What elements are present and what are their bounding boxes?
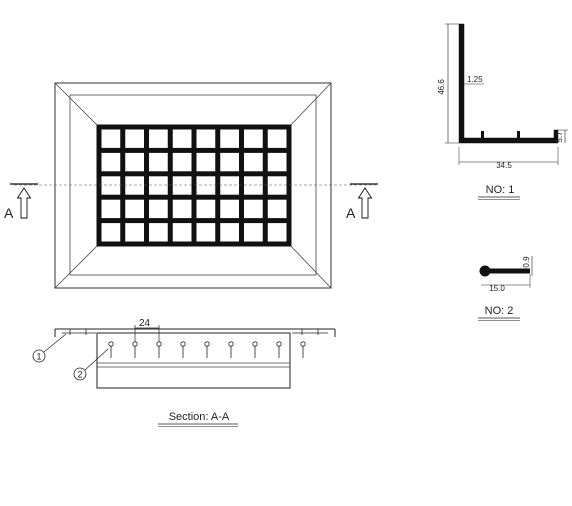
height-label: 46.6: [437, 79, 446, 95]
pin-head: [108, 341, 114, 347]
grille-vertical-bar: [144, 124, 149, 247]
pin-head: [180, 341, 186, 347]
pin-head: [300, 341, 306, 347]
bevel-line: [54, 82, 101, 129]
grille-horizontal-bar: [96, 124, 292, 130]
length-label: 15.0: [489, 284, 505, 293]
profile-1-title: NO: 1: [486, 184, 515, 196]
profile-1-rib: [517, 131, 520, 138]
bevel-line: [287, 242, 332, 289]
pitch-label: 24: [139, 318, 151, 329]
grille: [96, 124, 292, 247]
grille-vertical-bar: [120, 124, 126, 247]
grille-vertical-bar: [167, 124, 173, 247]
profile-1: 46.6 1.25 34.5 5.7 NO: 1: [437, 23, 568, 200]
pin-head: [252, 341, 258, 347]
grille-horizontal-bar: [96, 194, 292, 200]
pin-head: [228, 341, 234, 347]
profile-1-shape: [458, 23, 559, 144]
section-letter-left: A: [4, 205, 14, 221]
bevel-line: [54, 242, 101, 289]
callout-1-label: 1: [36, 352, 41, 362]
section-marker-left: A: [4, 183, 38, 221]
section-body: [96, 332, 291, 389]
section-letter-right: A: [346, 205, 356, 221]
profile-1-rib: [481, 131, 484, 138]
lip-label: 5.7: [555, 131, 564, 143]
grille-horizontal-bar: [96, 147, 292, 153]
section-marker-right: A: [346, 183, 378, 221]
callout-1: 1: [32, 333, 67, 363]
callout-2-label: 2: [77, 370, 82, 380]
callout-2: 2: [73, 348, 109, 381]
grille-horizontal-bar: [96, 218, 292, 224]
thickness-label: 1.25: [467, 75, 483, 84]
profile-2-title: NO: 2: [485, 305, 514, 317]
front-view: A A: [4, 82, 378, 289]
profile-2-strip: [485, 268, 530, 274]
grille-vertical-bar: [262, 124, 268, 247]
thickness2-label: 0.9: [522, 256, 531, 268]
bevel-line: [287, 82, 332, 129]
pin-head: [276, 341, 282, 347]
pin-head: [132, 341, 138, 347]
grille-horizontal-bar: [96, 241, 292, 247]
profile-2: 15.0 0.9 NO: 2: [478, 256, 533, 321]
grille-vertical-bar: [215, 124, 221, 247]
pitch-dimension: 24: [134, 318, 160, 342]
section-title: Section: A-A: [169, 411, 230, 423]
grille-vertical-bar: [239, 124, 244, 247]
grille-vertical-bar: [96, 124, 102, 247]
grille-vertical-bar: [286, 124, 292, 247]
grille-horizontal-bar: [96, 171, 292, 177]
front-outer-frame: [54, 82, 332, 289]
pin-head: [204, 341, 210, 347]
pin-head: [156, 341, 162, 347]
section-view: 24 1 2 Section: A-A: [32, 318, 336, 427]
section-pins: [108, 341, 306, 358]
width-label: 34.5: [496, 161, 512, 170]
grille-vertical-bar: [191, 124, 197, 247]
